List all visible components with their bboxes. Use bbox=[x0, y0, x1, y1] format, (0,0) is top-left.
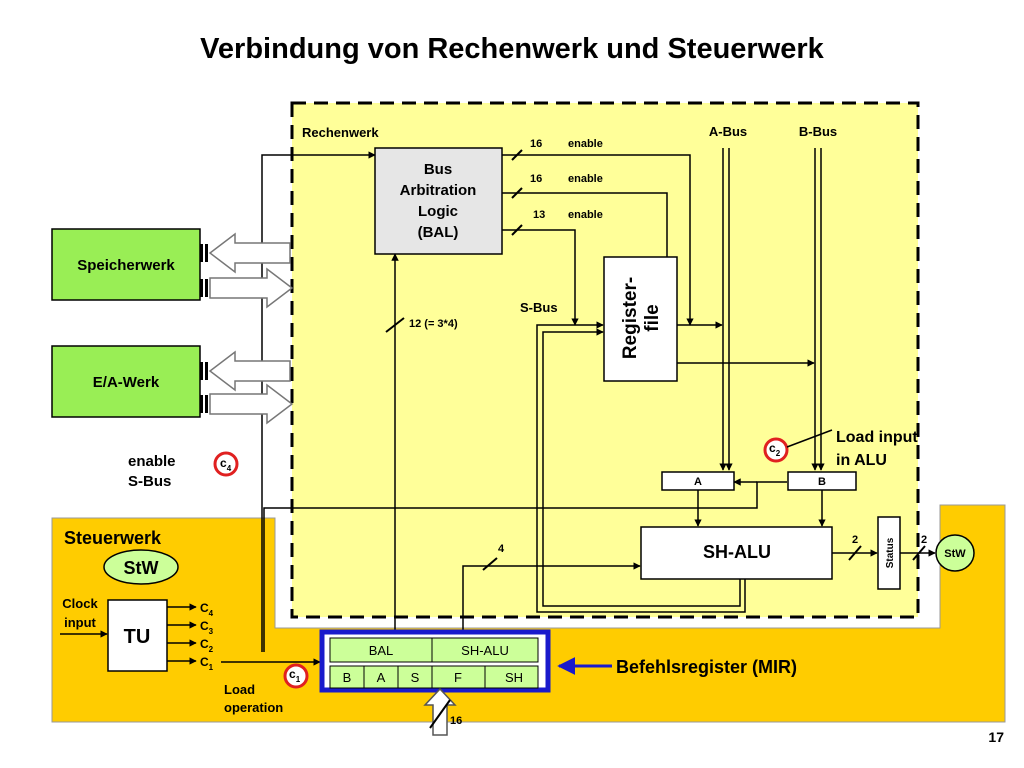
bal-label-line2: Arbitration bbox=[400, 182, 477, 199]
enable-width-3: 13 bbox=[533, 209, 545, 221]
alu-status-width: 2 bbox=[852, 534, 858, 546]
bal-label-line3: Logic bbox=[418, 203, 458, 220]
tu-output-c2: C2 bbox=[200, 637, 214, 654]
enable-sbus-label-2: S-Bus bbox=[128, 473, 171, 490]
s-bus-lines bbox=[536, 321, 746, 613]
slide-title: Verbindung von Rechenwerk und Steuerwerk bbox=[200, 33, 825, 65]
enable-label-3: enable bbox=[568, 209, 603, 221]
load-operation-label-2: operation bbox=[224, 700, 283, 715]
clock-label-2: input bbox=[64, 615, 96, 630]
speicher-bus-in-arrow bbox=[208, 232, 291, 274]
mir-alu-control-line bbox=[462, 562, 641, 632]
mir-field-b: B bbox=[343, 670, 352, 685]
bal-label-line4: (BAL) bbox=[418, 224, 459, 241]
stw-small-ellipse bbox=[935, 534, 975, 572]
speicherwerk-box bbox=[51, 228, 201, 301]
status-width: 2 bbox=[921, 534, 927, 546]
enable-width-1: 16 bbox=[530, 138, 542, 150]
mir-field-bal: BAL bbox=[369, 643, 394, 658]
c4-label: c4 bbox=[220, 456, 232, 473]
b-bus-lines bbox=[811, 148, 825, 471]
stw-small-label: StW bbox=[944, 548, 966, 560]
speicher-bus-out-arrow bbox=[209, 267, 294, 309]
load-operation-label-1: Load bbox=[224, 682, 255, 697]
register-file-label-1: Register- bbox=[620, 277, 641, 359]
stw-label: StW bbox=[124, 558, 159, 578]
status-label: Status bbox=[885, 537, 896, 568]
stw-to-bal-line bbox=[261, 151, 376, 652]
sh-alu-label: SH-ALU bbox=[703, 542, 771, 562]
tu-output-c1: C1 bbox=[200, 655, 214, 672]
enable-width-2: 16 bbox=[530, 173, 542, 185]
mir-field-sh: SH bbox=[505, 670, 523, 685]
bal-label-line1: Bus bbox=[424, 161, 452, 178]
tu-label: TU bbox=[124, 626, 151, 648]
steuerwerk-label: Steuerwerk bbox=[64, 528, 162, 548]
mir-input-arrow bbox=[423, 687, 457, 736]
enable-label-2: enable bbox=[568, 173, 603, 185]
s-bus-label: S-Bus bbox=[520, 300, 558, 315]
ea-werk-label: E/A-Werk bbox=[93, 374, 160, 391]
c2-marker bbox=[763, 437, 789, 463]
load-input-label-2: in ALU bbox=[836, 452, 887, 469]
stw-ellipse bbox=[103, 549, 179, 585]
c2-label: c2 bbox=[769, 441, 781, 458]
load-input-label-1: Load input bbox=[836, 429, 918, 446]
mir-input-width: 16 bbox=[450, 715, 462, 727]
tu-output-c4: C4 bbox=[200, 601, 214, 618]
speicherwerk-label: Speicherwerk bbox=[77, 257, 175, 274]
mir-field-a: A bbox=[377, 670, 386, 685]
register-file-label-2: file bbox=[642, 304, 663, 331]
mir-field-sh-alu: SH-ALU bbox=[461, 643, 509, 658]
bal-control-width: 12 (= 3*4) bbox=[409, 318, 458, 330]
ea-bus-in-arrow bbox=[208, 350, 291, 392]
rechenwerk-label: Rechenwerk bbox=[302, 125, 379, 140]
load-line-a-b bbox=[263, 481, 787, 652]
tu-box bbox=[107, 599, 168, 672]
c4-marker bbox=[213, 451, 239, 477]
c1-marker bbox=[283, 663, 309, 689]
bal-box bbox=[374, 147, 503, 255]
a-bus-label: A-Bus bbox=[709, 124, 747, 139]
enable-label-1: enable bbox=[568, 138, 603, 150]
alu-control-width: 4 bbox=[498, 543, 505, 555]
ea-werk-box bbox=[51, 345, 201, 418]
enable-sbus-label-1: enable bbox=[128, 453, 176, 470]
register-a-label: A bbox=[694, 476, 702, 488]
c1-label: c1 bbox=[289, 667, 301, 684]
mir-field-s: S bbox=[411, 670, 420, 685]
mir-field-f: F bbox=[454, 670, 462, 685]
tu-output-c3: C3 bbox=[200, 619, 214, 636]
register-b-label: B bbox=[818, 476, 826, 488]
ea-bus-out-arrow bbox=[209, 383, 294, 425]
mir-label: Befehlsregister (MIR) bbox=[616, 657, 797, 677]
enable-line-1 bbox=[502, 154, 694, 326]
sh-alu-box bbox=[640, 526, 833, 580]
enable-line-3 bbox=[502, 229, 579, 326]
a-bus-lines bbox=[719, 148, 733, 471]
page-number: 17 bbox=[988, 729, 1004, 745]
register-file-box bbox=[603, 256, 678, 382]
b-bus-label: B-Bus bbox=[799, 124, 837, 139]
clock-label-1: Clock bbox=[62, 596, 98, 611]
